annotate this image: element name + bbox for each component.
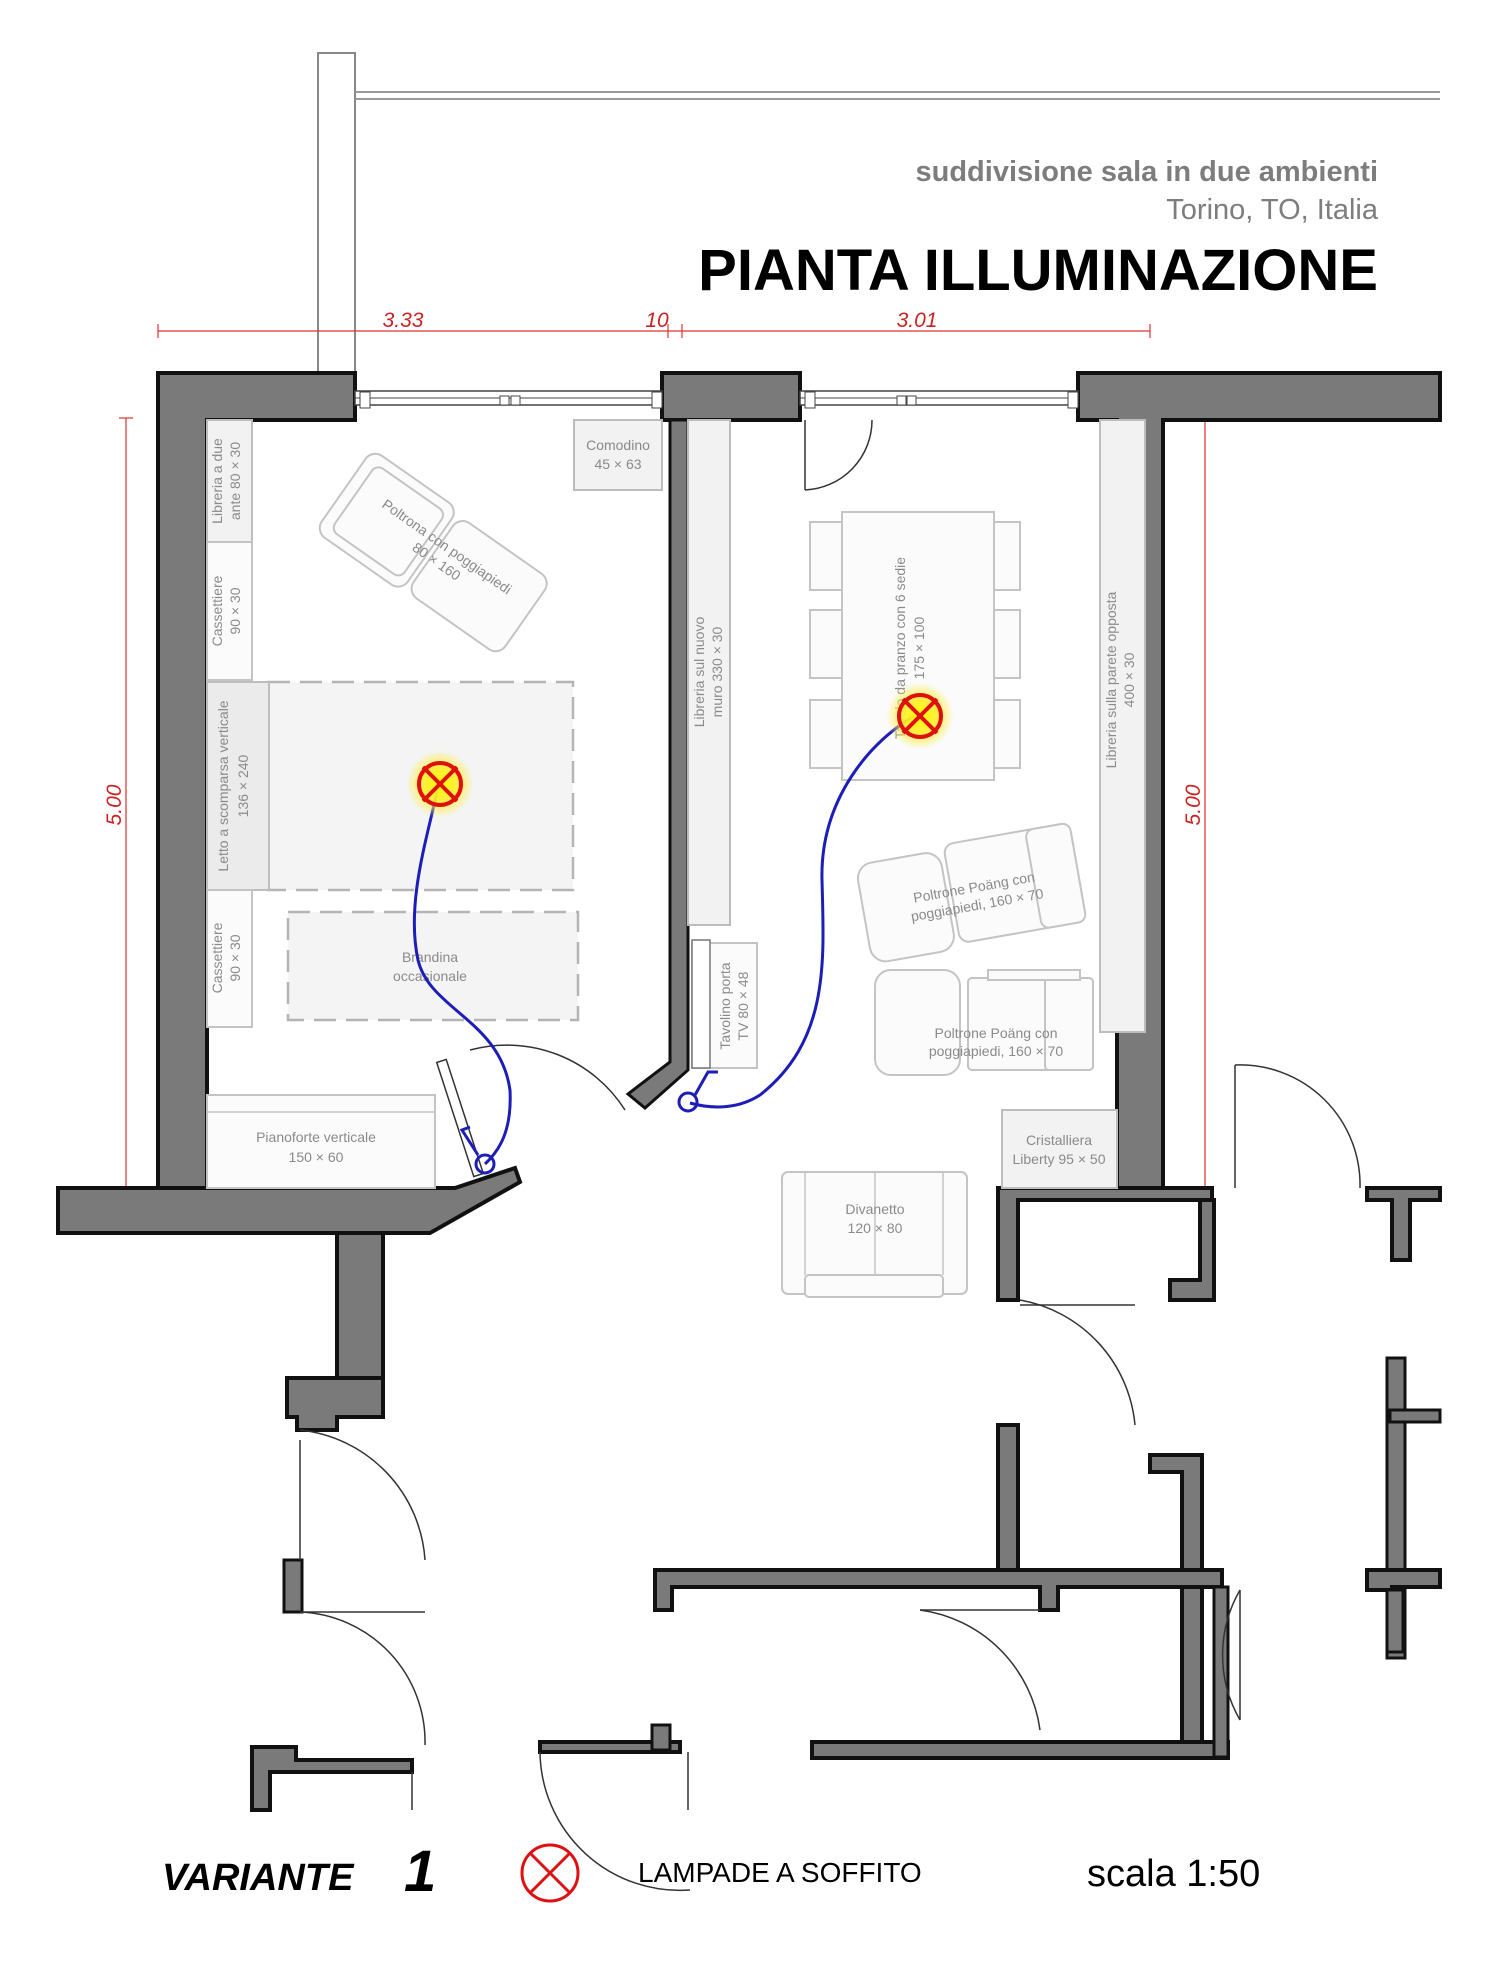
svg-text:poggiapiedi, 160 × 70: poggiapiedi, 160 × 70	[929, 1043, 1063, 1059]
plan-subtitle: suddivisione sala in due ambienti	[916, 156, 1379, 188]
dim-top-left: 3.33	[383, 309, 424, 332]
lamp-wiring	[412, 712, 919, 1175]
svg-text:45 × 63: 45 × 63	[594, 456, 641, 472]
windows	[354, 390, 1079, 409]
switch-right-icon	[677, 1091, 699, 1113]
libreria-parete-opposta: Libreria sulla parete opposta 400 × 30	[1099, 419, 1146, 1033]
variant-label: VARIANTE	[162, 1857, 355, 1899]
pianoforte: Pianoforte verticale 150 × 60	[206, 1094, 436, 1189]
dimension-top: 3.33 10 3.01	[157, 309, 1151, 338]
svg-text:Poltrone Poäng con: Poltrone Poäng con	[935, 1025, 1058, 1041]
footer-legend: VARIANTE 1 LAMPADE A SOFFITO scala 1:50	[162, 1839, 1260, 1904]
svg-text:90 × 30: 90 × 30	[227, 587, 243, 634]
dimension-left: 5.00	[103, 417, 133, 1189]
balcony-outline	[317, 52, 1440, 374]
cristalliera: Cristalliera Liberty 95 × 50	[1001, 1109, 1118, 1189]
scale-label: scala 1:50	[1087, 1853, 1260, 1895]
ceiling-lamp-right-icon	[886, 682, 954, 750]
svg-text:Pianoforte verticale: Pianoforte verticale	[256, 1129, 376, 1145]
svg-text:Cassettiere: Cassettiere	[209, 575, 225, 646]
poltrona-poggiapiedi: Poltrona con poggiapiedi 80 × 160	[318, 452, 548, 653]
svg-text:Tavolino porta: Tavolino porta	[717, 962, 733, 1049]
svg-text:Libreria sul nuovo: Libreria sul nuovo	[691, 617, 707, 728]
svg-text:Brandina: Brandina	[402, 949, 458, 965]
letto-scomparsa: Letto a scomparsa verticale 136 × 240	[206, 680, 575, 892]
tavolino-tv: Tavolino porta TV 80 × 48	[691, 939, 758, 1069]
poltrone-poang-2: Poltrone Poäng con poggiapiedi, 160 × 70	[874, 969, 1094, 1076]
svg-text:Divanetto: Divanetto	[845, 1201, 904, 1217]
brandina: Brandina occasionale	[286, 910, 580, 1022]
svg-text:90 × 30: 90 × 30	[227, 934, 243, 981]
svg-text:Cassettiere: Cassettiere	[209, 922, 225, 993]
svg-text:muro 330 × 30: muro 330 × 30	[709, 626, 725, 717]
switch-left-icon	[474, 1153, 496, 1175]
ceiling-lamp-left-icon	[406, 750, 474, 818]
variant-number: 1	[404, 1839, 436, 1904]
plan-title: PIANTA ILLUMINAZIONE	[698, 238, 1378, 303]
svg-text:Letto a scomparsa verticale: Letto a scomparsa verticale	[215, 700, 231, 871]
svg-text:Cristalliera: Cristalliera	[1026, 1132, 1092, 1148]
lamp-legend-icon	[520, 1843, 580, 1903]
svg-text:Comodino: Comodino	[586, 437, 650, 453]
dim-left-height: 5.00	[103, 784, 126, 825]
dim-top-right: 3.01	[897, 309, 938, 332]
svg-text:Libreria sulla parete opposta: Libreria sulla parete opposta	[1103, 591, 1119, 768]
svg-text:150 × 60: 150 × 60	[289, 1149, 344, 1165]
comodino: Comodino 45 × 63	[573, 419, 663, 491]
dim-top-mid: 10	[645, 309, 669, 332]
cassettiere-top: Cassettiere 90 × 30	[206, 541, 253, 681]
libreria-nuovo-muro: Libreria sul nuovo muro 330 × 30	[687, 419, 731, 926]
divanetto: Divanetto 120 × 80	[781, 1171, 968, 1298]
svg-text:ante 80 × 30: ante 80 × 30	[227, 442, 243, 520]
svg-text:Libreria a due: Libreria a due	[209, 438, 225, 524]
svg-text:400 × 30: 400 × 30	[1121, 652, 1137, 707]
poltrone-poang-1: Poltrone Poäng con poggiapiedi, 160 × 70	[856, 822, 1087, 963]
svg-text:175 × 100: 175 × 100	[911, 616, 927, 679]
svg-text:occasionale: occasionale	[393, 968, 467, 984]
svg-text:120 × 80: 120 × 80	[848, 1220, 903, 1236]
svg-text:136 × 240: 136 × 240	[235, 754, 251, 817]
walls	[56, 371, 1442, 1812]
dim-right-height: 5.00	[1182, 784, 1205, 825]
cassettiere-bottom: Cassettiere 90 × 30	[206, 889, 253, 1028]
svg-text:TV 80 × 48: TV 80 × 48	[735, 971, 751, 1040]
dimension-right: 5.00	[1182, 417, 1212, 1189]
svg-text:Liberty 95 × 50: Liberty 95 × 50	[1012, 1151, 1105, 1167]
libreria-due-ante: Libreria a due ante 80 × 30	[206, 419, 253, 543]
lamp-legend-label: LAMPADE A SOFFITO	[638, 1857, 922, 1888]
plan-location: Torino, TO, Italia	[1166, 194, 1379, 226]
